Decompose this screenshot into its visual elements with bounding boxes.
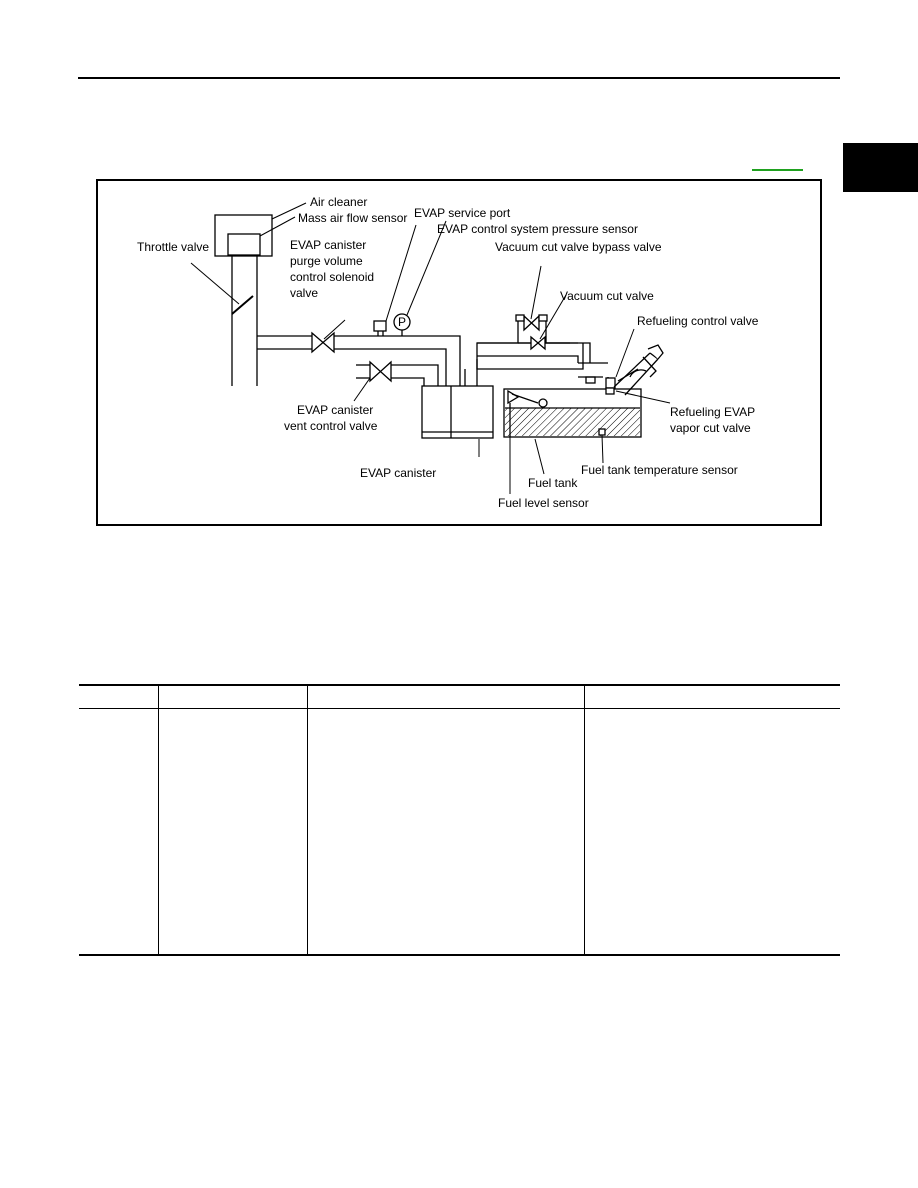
label-vacuum-cut-valve: Vacuum cut valve xyxy=(560,289,654,303)
vacuum-cut-valve-symbol xyxy=(530,335,546,351)
label-purge-valve-2: purge volume xyxy=(290,254,363,268)
table-header-rule xyxy=(79,708,840,709)
air-cleaner-box xyxy=(214,214,273,257)
label-air-cleaner: Air cleaner xyxy=(310,195,367,209)
table-column-divider xyxy=(158,684,159,956)
refueling-cut-valve-box xyxy=(605,387,615,395)
table-column-divider xyxy=(584,684,585,956)
label-mass-air-flow-sensor: Mass air flow sensor xyxy=(298,211,407,225)
label-vent-valve-1: EVAP canister xyxy=(297,403,373,417)
label-purge-valve-3: control solenoid xyxy=(290,270,374,284)
table-top-rule xyxy=(79,684,840,686)
label-vent-valve-2: vent control valve xyxy=(284,419,378,433)
table-column-divider xyxy=(307,684,308,956)
pressure-sensor-symbol: P xyxy=(398,315,406,329)
label-refueling-cut-1: Refueling EVAP xyxy=(670,405,755,419)
label-pressure-sensor: EVAP control system pressure sensor xyxy=(437,222,638,236)
evap-system-diagram: Air cleaner Mass air flow sensor Throttl… xyxy=(96,179,822,526)
purge-valve-symbol xyxy=(311,331,335,354)
data-table xyxy=(79,684,840,956)
evap-canister-box xyxy=(421,385,494,439)
vent-valve-symbol xyxy=(369,360,392,383)
label-fuel-level-sensor: Fuel level sensor xyxy=(498,496,589,510)
table-bottom-rule xyxy=(79,954,840,956)
label-purge-valve-1: EVAP canister xyxy=(290,238,366,252)
label-throttle-valve: Throttle valve xyxy=(137,240,209,254)
mass-air-flow-sensor-box xyxy=(227,233,261,256)
label-evap-canister: EVAP canister xyxy=(360,466,436,480)
throttle-plate xyxy=(231,295,254,315)
label-refueling-cut-2: vapor cut valve xyxy=(670,421,751,435)
fuel-tank-temp-sensor-box xyxy=(598,428,606,436)
label-refueling-control-valve: Refueling control valve xyxy=(637,314,759,328)
fuel-tank-liquid xyxy=(505,408,640,436)
reference-link[interactable] xyxy=(752,169,803,171)
label-purge-valve-4: valve xyxy=(290,286,318,300)
evap-service-port-box xyxy=(373,320,387,332)
label-vacuum-cut-bypass: Vacuum cut valve bypass valve xyxy=(495,240,662,254)
label-fuel-tank-temp-sensor: Fuel tank temperature sensor xyxy=(581,463,738,477)
label-fuel-tank: Fuel tank xyxy=(528,476,578,490)
section-tab xyxy=(843,143,918,192)
pressure-sensor-circle xyxy=(393,313,411,331)
header-rule xyxy=(78,77,840,79)
label-evap-service-port: EVAP service port xyxy=(414,206,511,220)
fuel-level-float xyxy=(538,398,548,408)
